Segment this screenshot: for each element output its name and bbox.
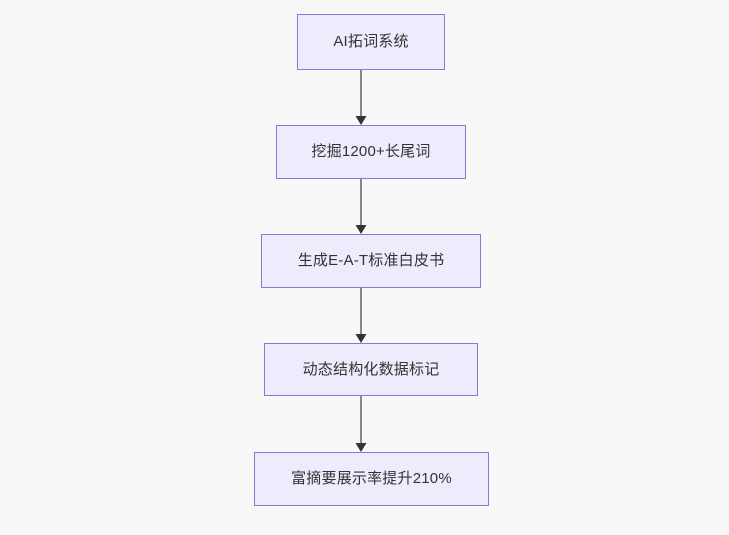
- flow-node-4[interactable]: 动态结构化数据标记: [264, 343, 478, 396]
- flow-node-2[interactable]: 挖掘1200+长尾词: [276, 125, 466, 179]
- flow-node-label: AI拓词系统: [333, 33, 409, 50]
- flow-node-5[interactable]: 富摘要展示率提升210%: [254, 452, 489, 506]
- flow-node-3[interactable]: 生成E-A-T标准白皮书: [261, 234, 481, 288]
- flow-connector-arrow: [351, 288, 371, 343]
- flow-node-label: 挖掘1200+长尾词: [311, 143, 431, 160]
- flow-connector-arrow: [351, 396, 371, 452]
- flow-node-label: 富摘要展示率提升210%: [291, 470, 452, 487]
- flow-node-label: 生成E-A-T标准白皮书: [297, 252, 445, 269]
- flow-connector-arrow: [351, 70, 371, 125]
- flow-node-1[interactable]: AI拓词系统: [297, 14, 445, 70]
- flow-node-label: 动态结构化数据标记: [302, 360, 440, 378]
- flow-connector-arrow: [351, 179, 371, 234]
